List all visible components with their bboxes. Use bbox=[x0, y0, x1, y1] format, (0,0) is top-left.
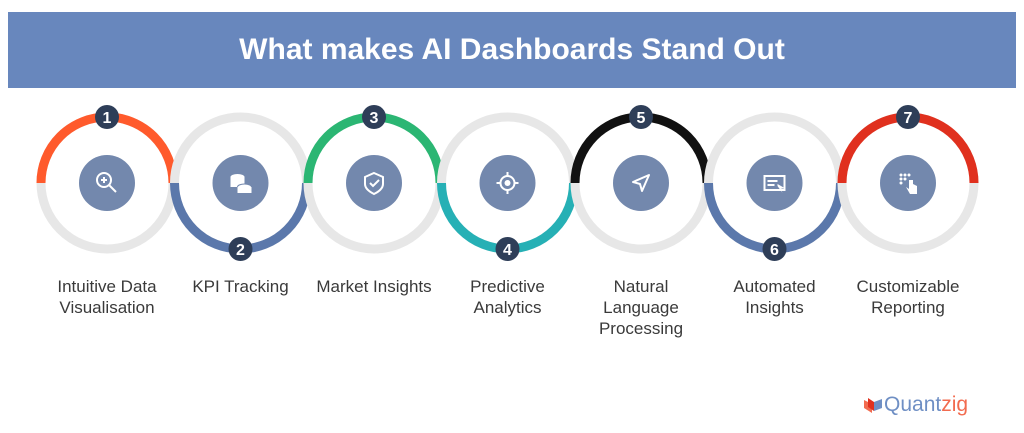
shield-check-icon bbox=[364, 171, 384, 196]
icon-circle bbox=[346, 155, 402, 211]
step-label: Customizable Reporting bbox=[856, 277, 960, 317]
step-label: Market Insights bbox=[316, 277, 432, 296]
step-number-badge bbox=[896, 105, 920, 129]
title-banner: What makes AI Dashboards Stand Out bbox=[8, 12, 1016, 88]
step-number: 4 bbox=[503, 242, 512, 259]
step-6: 6 bbox=[704, 112, 845, 261]
step-5: 5 bbox=[570, 105, 712, 254]
logo-book-icon bbox=[864, 398, 882, 413]
step-label: Automated Insights bbox=[733, 277, 816, 317]
logo-text-quant: Quant bbox=[884, 393, 942, 416]
step-number: 6 bbox=[770, 242, 779, 259]
step-label: Predictive Analytics bbox=[470, 277, 545, 317]
step-number-badge bbox=[228, 237, 253, 261]
target-icon bbox=[496, 172, 519, 194]
keypad-touch-icon bbox=[899, 173, 917, 194]
step-2: 2 bbox=[170, 112, 311, 261]
step-number: 7 bbox=[904, 110, 913, 127]
page-title: What makes AI Dashboards Stand Out bbox=[239, 33, 785, 66]
step-number-badge bbox=[495, 237, 520, 261]
navigation-icon bbox=[632, 174, 650, 192]
step-label: KPI Tracking bbox=[192, 277, 289, 296]
logo-text-zig: zig bbox=[941, 393, 969, 416]
step-1: 1 bbox=[36, 105, 178, 254]
step-4: 4 bbox=[437, 112, 578, 261]
step-label: Intuitive Data Visualisation bbox=[57, 277, 157, 317]
step-number: 2 bbox=[236, 242, 245, 259]
coins-icon bbox=[230, 174, 252, 193]
step-number: 3 bbox=[370, 110, 379, 127]
step-number-badge bbox=[362, 105, 386, 129]
zoom-in-icon bbox=[96, 172, 117, 193]
step-number-badge bbox=[762, 237, 787, 261]
step-7: 7 bbox=[837, 105, 979, 254]
icon-circle bbox=[613, 155, 669, 211]
icon-circle bbox=[746, 155, 803, 211]
step-number-badge bbox=[629, 105, 653, 129]
icon-circle bbox=[79, 155, 135, 211]
step-number: 1 bbox=[103, 110, 112, 127]
icon-circle bbox=[880, 155, 936, 211]
step-number: 5 bbox=[637, 110, 646, 127]
browser-click-icon bbox=[763, 175, 786, 193]
step-label: Natural Language Processing bbox=[598, 277, 684, 338]
step-number-badge bbox=[95, 105, 119, 129]
step-3: 3 bbox=[303, 105, 445, 254]
